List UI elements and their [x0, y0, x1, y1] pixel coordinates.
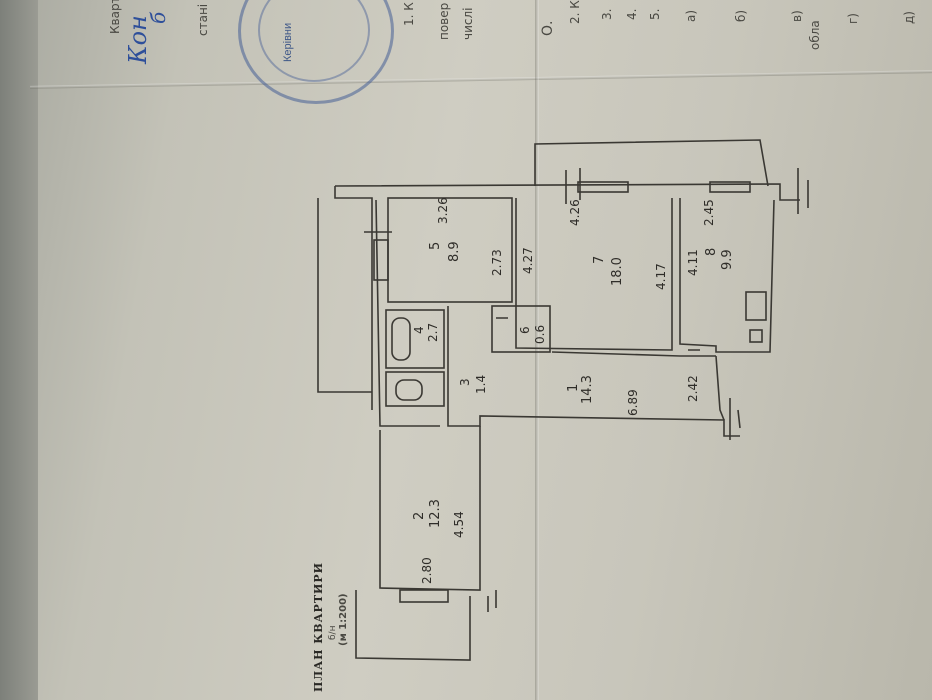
room-6-area: 0.6 — [533, 324, 547, 344]
room-4-number: 4 — [412, 326, 426, 334]
room-8-walls — [679, 198, 775, 353]
plan-scale: (м 1:200) — [338, 593, 349, 646]
bottom-loggia — [355, 590, 471, 661]
room-7-dim-left: 4.27 — [521, 247, 535, 274]
room-3-walls — [385, 371, 445, 407]
room-8-dim-side: 4.11 — [686, 249, 700, 276]
room-7-walls — [515, 198, 673, 351]
room-5-dim-side: 2.73 — [490, 249, 504, 276]
room-5-dim-top: 3.26 — [436, 197, 450, 224]
fold-line-vertical — [535, 0, 539, 700]
room-6-number: 6 — [518, 326, 532, 334]
loggia-outline — [317, 198, 372, 393]
room-5-area: 8.9 — [447, 241, 462, 262]
toilet — [395, 379, 423, 401]
room-2-dim-bottom: 2.80 — [420, 557, 434, 584]
room-2-area: 12.3 — [428, 499, 443, 528]
room-2-walls — [379, 426, 481, 591]
room-1-area: 14.3 — [580, 375, 595, 404]
room-2-number: 2 — [412, 511, 427, 520]
room-7-dim-right: 4.17 — [654, 263, 668, 290]
room-6-walls — [491, 305, 551, 353]
room-2-dim-side: 4.54 — [452, 511, 466, 538]
bathtub — [391, 317, 411, 361]
room-8-dim-top: 2.45 — [702, 199, 716, 226]
room-3-number: 3 — [458, 378, 472, 386]
room-7-area: 18.0 — [610, 257, 625, 286]
room-1-dim-long: 6.89 — [626, 389, 640, 416]
stove — [745, 291, 767, 321]
balcony-outline — [534, 139, 769, 187]
room-5-number: 5 — [428, 241, 443, 250]
room-1-dim-short: 2.42 — [686, 375, 700, 402]
room-1-number: 1 — [566, 383, 581, 392]
room-8-area: 9.9 — [720, 249, 735, 270]
room-8-number: 8 — [704, 247, 719, 256]
room-3-area: 1.4 — [474, 374, 488, 394]
room-7-dim-top: 4.26 — [568, 199, 582, 226]
room-7-number: 7 — [592, 255, 607, 264]
plan-scale-note: б/н — [328, 625, 338, 640]
room-4-area: 2.7 — [426, 322, 440, 342]
room-4-walls — [385, 309, 445, 369]
table-surface — [0, 0, 38, 700]
plan-title: ПЛАН КВАРТИРИ — [312, 561, 325, 692]
